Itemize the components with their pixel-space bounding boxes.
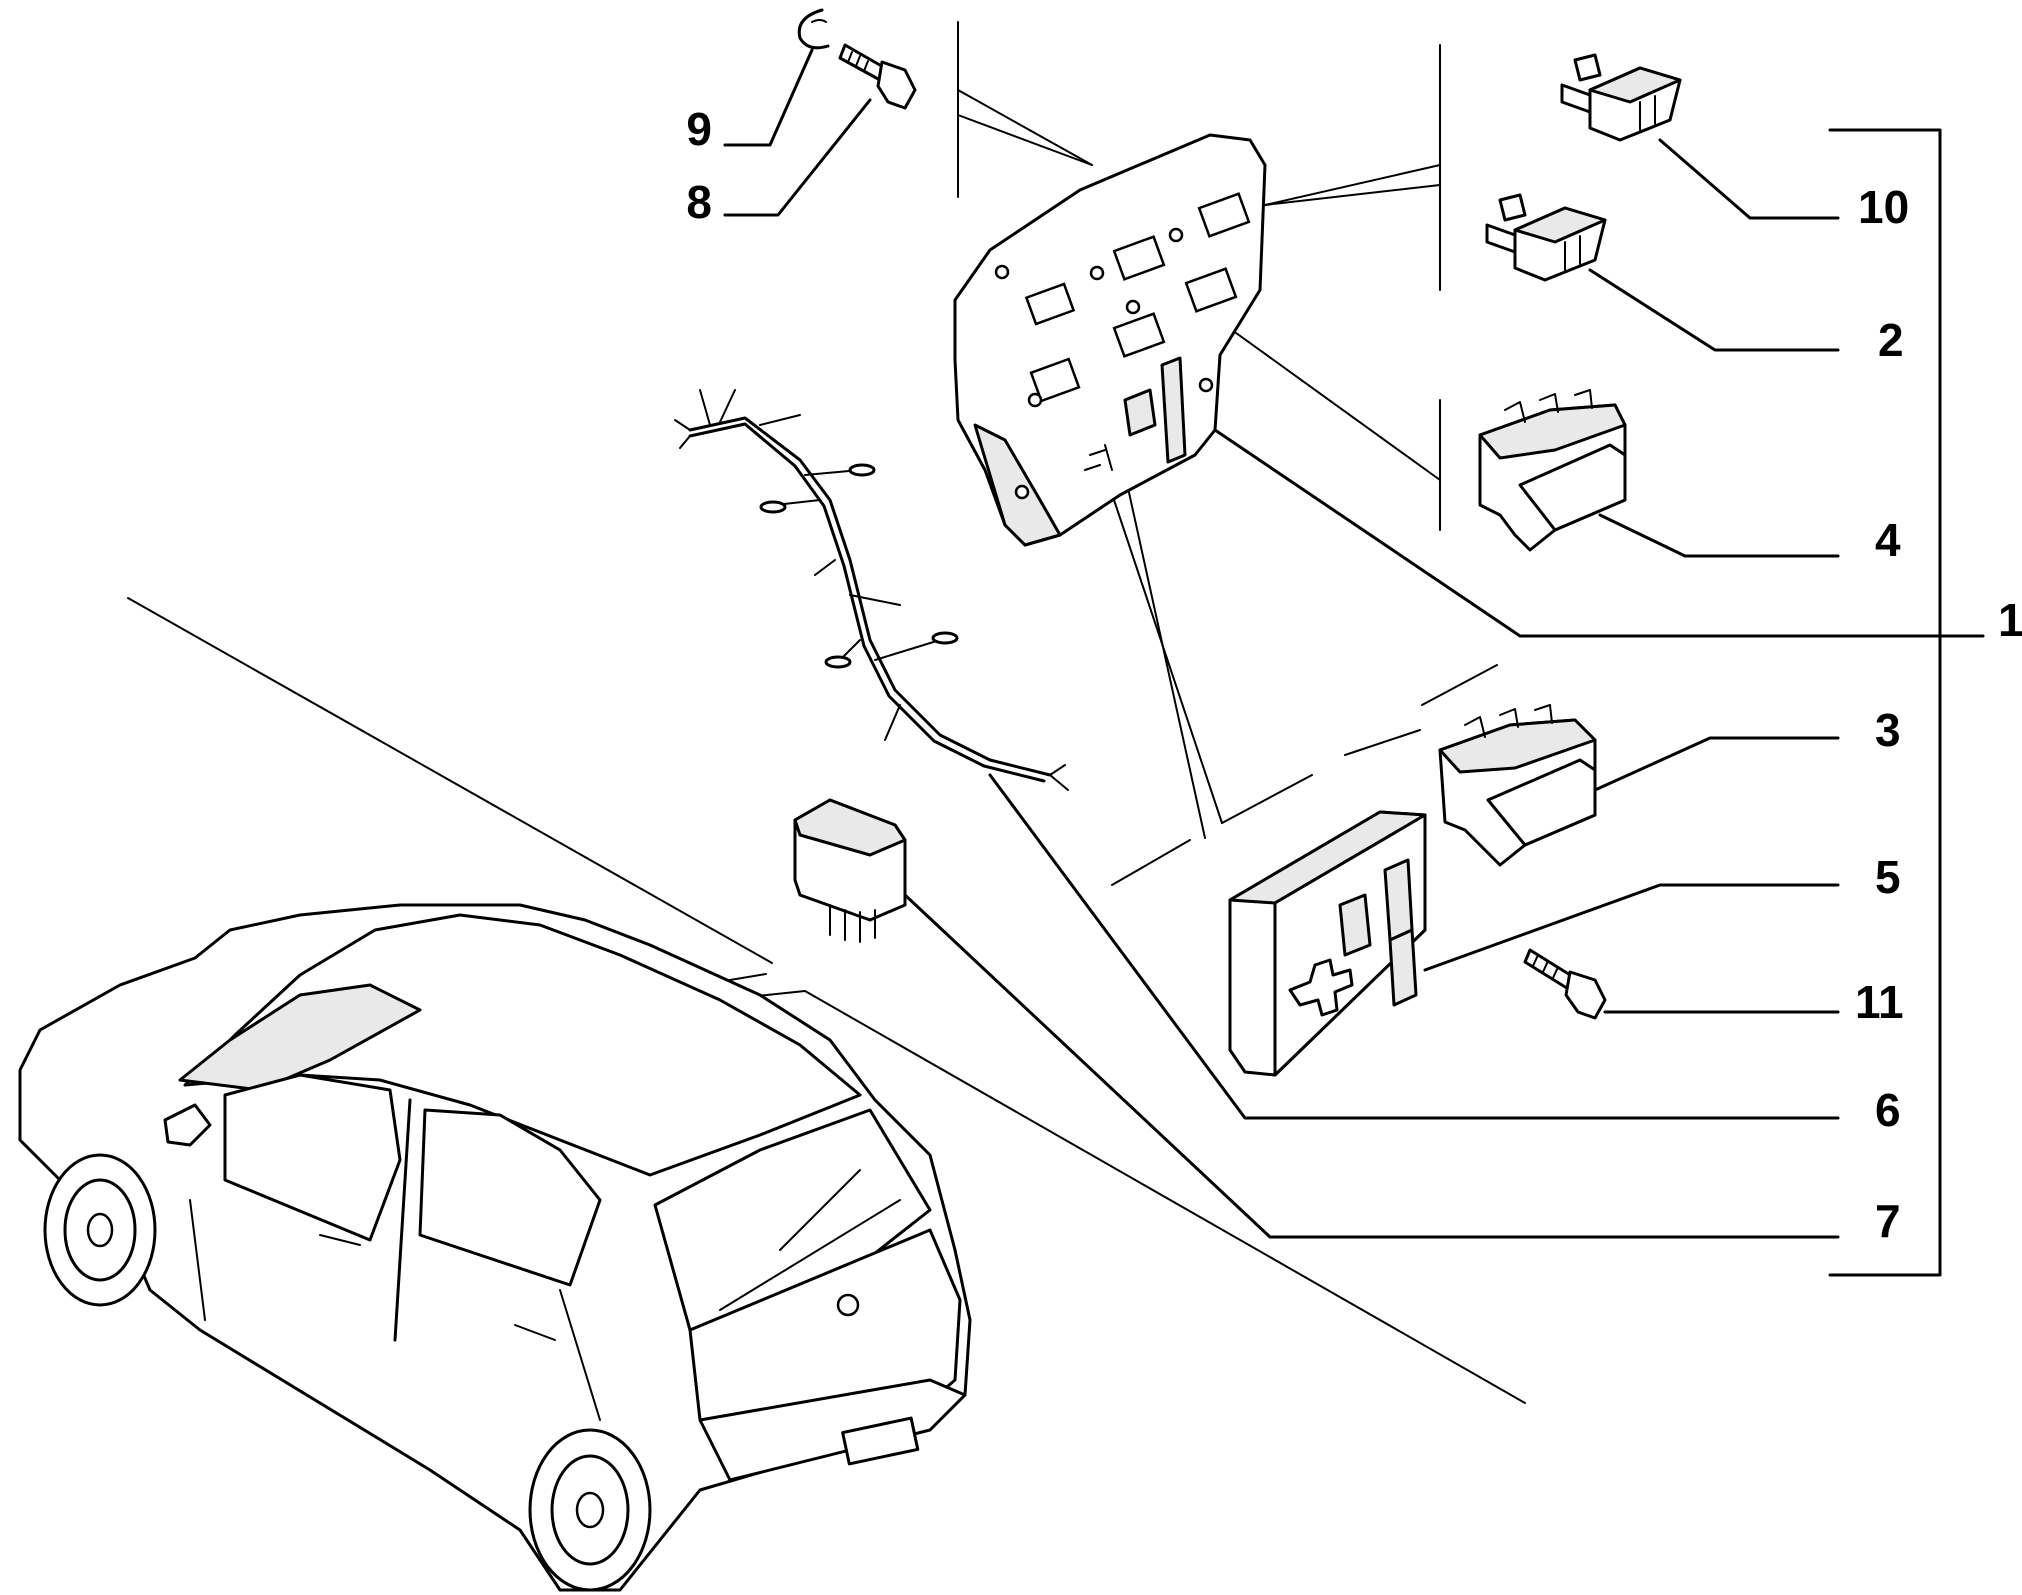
clip-part-9: [797, 8, 830, 50]
wiring-harness: [674, 389, 1069, 791]
callout-9: 9: [686, 103, 712, 155]
callout-10: 10: [1858, 181, 1909, 233]
leader-lines: [723, 48, 1985, 1277]
switch-part-2: [1485, 193, 1607, 282]
callout-5: 5: [1875, 851, 1901, 903]
relay-part-7: [793, 798, 907, 943]
callout-6: 6: [1875, 1084, 1901, 1136]
perspective-guides: [127, 21, 1526, 1404]
bolt-part-8: [838, 43, 917, 110]
callout-labels: 9 8 10 2 4 1 3 5 11 6 7: [686, 103, 2022, 1247]
callout-4: 4: [1875, 514, 1901, 566]
callout-3: 3: [1875, 704, 1901, 756]
rocker-switch-part-3: [1438, 704, 1597, 867]
bolt-part-11: [1523, 948, 1607, 1020]
callout-11: 11: [1855, 976, 1904, 1028]
callout-2: 2: [1878, 314, 1904, 366]
switch-part-10: [1560, 53, 1682, 142]
callout-1: 1: [1998, 594, 2022, 646]
callout-7: 7: [1875, 1195, 1901, 1247]
rocker-switch-part-4: [1478, 389, 1627, 552]
car-illustration: [18, 903, 972, 1592]
switch-panel-part-1: [953, 133, 1267, 547]
switch-module-part-5: [1228, 810, 1427, 1077]
callout-8: 8: [686, 176, 712, 228]
